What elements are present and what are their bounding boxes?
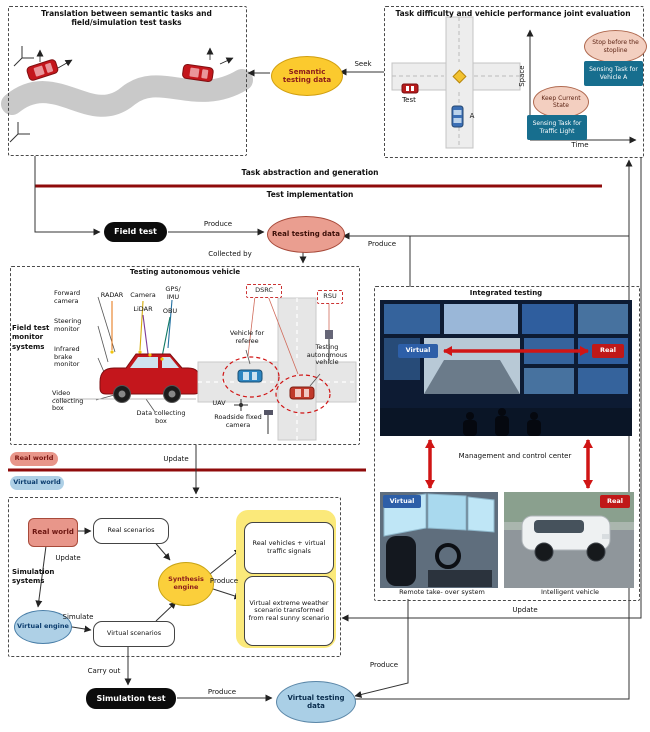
real-chip-vehicle: Real <box>600 495 630 508</box>
field-test-pill: Field test <box>104 222 167 242</box>
operators-silhouettes <box>463 408 541 436</box>
evaluation-scene <box>391 16 637 149</box>
update-label-2: Update <box>512 606 538 614</box>
rsu-unit-icon <box>325 330 333 339</box>
vehicle-a-label: A <box>469 112 475 120</box>
update-label-3: Update <box>55 554 81 562</box>
remote-takeover-label: Remote take- over system <box>399 588 485 596</box>
time-axis-label: Time <box>571 141 589 149</box>
test-red-car <box>401 83 419 94</box>
semantic-road-scene <box>1 46 253 143</box>
produce-label-5: Produce <box>209 577 239 585</box>
arrow-to-field-test <box>34 156 101 236</box>
testing-vehicle-box <box>10 266 360 445</box>
management-control-center-label: Management and control center <box>458 452 572 460</box>
monitor-item-forward-camera: Forward camera <box>54 289 81 305</box>
yellow-diamond-sign <box>452 69 467 84</box>
arrow-update-to-simulation <box>341 157 642 622</box>
roadside-camera-icon <box>264 410 273 434</box>
integrated-testing-box <box>374 286 640 601</box>
virtual-real-red-arrows <box>425 346 593 489</box>
simulation-systems-label: Simulation systems <box>12 568 55 586</box>
sensor-gps-imu-label: GPS/ IMU <box>165 285 181 301</box>
mini-intersection-scene <box>197 295 357 441</box>
data-collecting-box-label: Data collecting box <box>136 409 186 425</box>
coordinate-axes-icons <box>9 46 34 143</box>
virtual-testing-data-oval: Virtual testing data <box>276 681 356 723</box>
monitor-item-video-box: Video collecting box <box>52 389 84 413</box>
sensor-radar-label: RADAR <box>100 291 124 299</box>
sensing-task-traffic-light: Sensing Task for Traffic Light <box>527 115 587 140</box>
keep-current-state-oval: Keep Current State <box>533 86 589 118</box>
intelligent-vehicle-photo <box>504 492 634 588</box>
remote-takeover-photo <box>380 492 498 588</box>
virtual-engine-oval: Virtual engine <box>14 610 72 644</box>
evaluation-box-title: Task difficulty and vehicle performance … <box>395 9 631 18</box>
virtual-chip-remote: Virtual <box>383 495 421 508</box>
dsrc-chip: DSRC <box>246 284 282 298</box>
produce-label-4: Produce <box>207 688 237 696</box>
evaluation-box <box>384 6 644 158</box>
test-implementation-label: Test implementation <box>266 190 354 199</box>
produce-label-2: Produce <box>367 240 397 248</box>
monitored-car-side-view <box>99 350 201 403</box>
virtual-chip-control: Virtual <box>398 344 438 358</box>
seek-label: Seek <box>354 60 372 68</box>
rsu-chip: RSU <box>317 290 343 304</box>
sensor-lidar-label: LiDAR <box>133 305 153 313</box>
red-car-right <box>182 64 214 83</box>
translation-box <box>8 6 247 156</box>
update-label-1: Update <box>163 455 189 463</box>
simulate-label: Simulate <box>62 613 94 621</box>
monitor-item-steering: Steering monitor <box>54 317 82 333</box>
yellow-item-extreme-weather: Virtual extreme weather scenario transfo… <box>244 576 334 646</box>
semantic-testing-data-oval: Semantic testing data <box>271 56 343 96</box>
produce-label-3: Produce <box>369 661 399 669</box>
vehicle-for-referee-label: Vehicle for referee <box>229 329 265 345</box>
produce-label-1: Produce <box>203 220 233 228</box>
red-car-left <box>26 59 59 81</box>
virtual-world-badge: Virtual world <box>10 476 64 490</box>
arrow-integrated-produce-virtual <box>354 599 409 698</box>
sensing-task-vehicle-a: Sensing Task for Vehicle A <box>584 61 643 86</box>
testing-autonomous-vehicle-label: Testing autonomous vehicle <box>306 343 348 367</box>
space-axis-label: Space <box>517 65 526 87</box>
task-abstraction-label: Task abstraction and generation <box>241 168 379 177</box>
simulation-test-pill: Simulation test <box>86 688 176 709</box>
sensor-camera-label: Camera <box>130 291 156 299</box>
stop-before-stopline-oval: Stop before the stopline <box>584 30 647 63</box>
monitor-item-infrared-brake: Infrared brake monitor <box>54 345 80 369</box>
control-center-photo <box>380 300 632 436</box>
test-label: Test <box>402 96 416 104</box>
collected-by-label: Collected by <box>208 250 252 258</box>
intelligent-vehicle-label: Intelligent vehicle <box>540 588 599 596</box>
roadside-fixed-camera-label: Roadside fixed camera <box>214 413 262 429</box>
vehicle-a-blue-car <box>451 105 464 128</box>
virtual-scenarios-box: Virtual scenarios <box>93 621 175 647</box>
real-testing-data-oval: Real testing data <box>267 216 345 253</box>
real-chip-control: Real <box>592 344 624 358</box>
sim-real-world-box: Real world <box>28 518 78 547</box>
yellow-item-real-vehicles: Real vehicles + virtual traffic signals <box>244 522 334 574</box>
translation-box-title: Translation between semantic tasks and f… <box>41 9 212 27</box>
carry-out-label: Carry out <box>87 667 121 675</box>
field-test-vehicle-scene <box>54 295 357 441</box>
testing-box-title: Testing autonomous vehicle <box>129 268 241 276</box>
real-scenarios-box: Real scenarios <box>93 518 169 544</box>
simulation-systems-box <box>8 497 341 657</box>
integrated-testing-title: Integrated testing <box>469 289 543 297</box>
synthesis-engine-oval: Synthesis engine <box>158 562 214 606</box>
field-test-monitor-systems-label: Field test monitor systems <box>12 324 50 351</box>
velocity-vectors <box>36 47 234 69</box>
uav-icon <box>234 399 248 411</box>
sensor-obu-label: OBU <box>162 307 178 315</box>
uav-label: UAV <box>212 399 226 407</box>
real-world-badge: Real world <box>10 452 58 466</box>
